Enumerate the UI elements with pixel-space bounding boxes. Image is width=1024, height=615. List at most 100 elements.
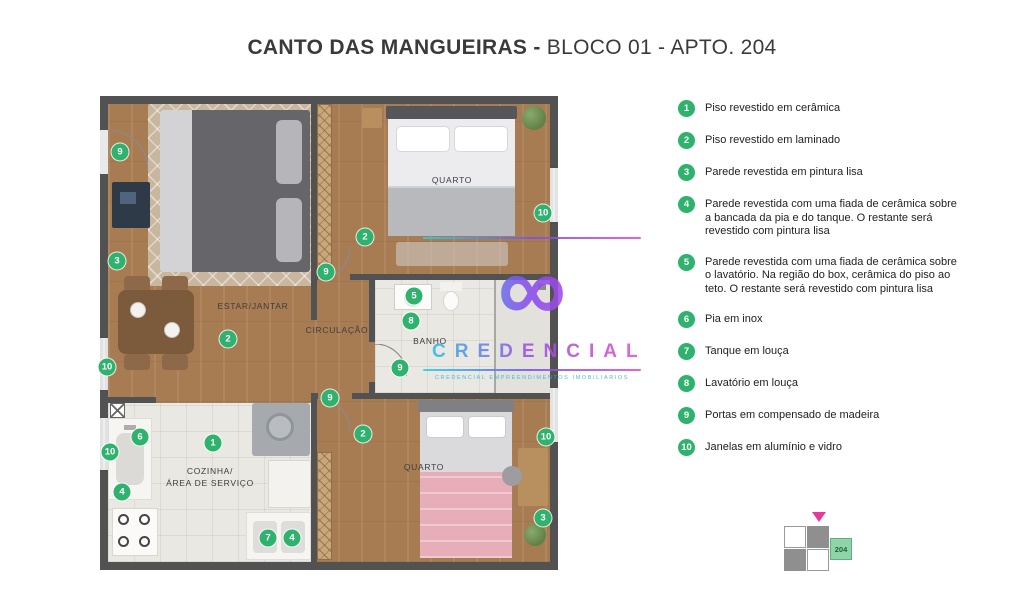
- plan-marker: 2: [219, 330, 237, 348]
- shower-box: [494, 280, 550, 393]
- legend-item: 2 Piso revestido em laminado: [678, 132, 966, 149]
- plan-marker: 3: [534, 509, 552, 527]
- bed: [420, 412, 512, 558]
- bed-blanket: [388, 186, 515, 236]
- plan-marker: 10: [537, 428, 555, 446]
- plan-marker: 7: [259, 529, 277, 547]
- pillow: [468, 416, 506, 438]
- bedside-rug: [396, 242, 508, 266]
- room-label-circulacao: CIRCULAÇÃO: [305, 325, 369, 335]
- legend-text: Janelas em alumínio e vidro: [705, 441, 842, 453]
- plan-marker: 5: [405, 287, 423, 305]
- legend: 1 Piso revestido em cerâmica 2 Piso reve…: [678, 100, 966, 471]
- keyplan-block: [784, 526, 806, 548]
- plan-marker: 6: [131, 428, 149, 446]
- title-project: CANTO DAS MANGUEIRAS -: [247, 36, 541, 59]
- burner: [139, 536, 150, 547]
- legend-text: Pia em inox: [705, 313, 763, 325]
- plan-marker: 4: [283, 529, 301, 547]
- legend-text: Piso revestido em cerâmica: [705, 102, 841, 114]
- stove: [112, 508, 158, 556]
- wall-interior: [311, 274, 318, 280]
- keyplan: 204: [772, 512, 864, 582]
- folded-blanket: [160, 110, 192, 272]
- legend-number-badge: 2: [678, 132, 695, 149]
- room-label-quarto-top: QUARTO: [431, 175, 473, 185]
- washing-machine: [252, 403, 310, 456]
- plan-marker: 8: [402, 312, 420, 330]
- dining-chair: [162, 354, 188, 370]
- wall-interior: [369, 382, 375, 399]
- shower-head: [538, 284, 546, 290]
- wall-interior: [350, 274, 550, 280]
- legend-item: 1 Piso revestido em cerâmica: [678, 100, 966, 117]
- burner: [118, 514, 129, 525]
- room-label-quarto-bottom: QUARTO: [403, 462, 445, 472]
- plan-marker: 10: [101, 443, 119, 461]
- legend-text: Parede revestida com uma fiada de cerâmi…: [705, 198, 957, 237]
- page-title: CANTO DAS MANGUEIRAS - BLOCO 01 - APTO. …: [0, 36, 1024, 60]
- legend-item: 4 Parede revestida com uma fiada de cerâ…: [678, 196, 966, 239]
- sofa-bed: [160, 110, 310, 272]
- laundry-tank: [246, 512, 311, 560]
- plan-marker: 1: [204, 434, 222, 452]
- legend-text: Piso revestido em laminado: [705, 134, 841, 146]
- legend-item: 5 Parede revestida com uma fiada de cerâ…: [678, 253, 966, 297]
- window: [100, 416, 108, 472]
- keyplan-block: [807, 549, 829, 571]
- bed-headboard: [418, 400, 514, 412]
- desk: [112, 182, 150, 228]
- plan-marker: 4: [113, 483, 131, 501]
- room-label-cozinha-line1: COZINHA/: [186, 466, 234, 476]
- wall-interior: [311, 399, 317, 562]
- dining-chair: [124, 276, 150, 292]
- legend-number-badge: 6: [678, 311, 695, 328]
- legend-number-badge: 8: [678, 375, 695, 392]
- cabinet: [268, 460, 311, 508]
- entry-door-gap: [100, 130, 108, 174]
- legend-number-badge: 7: [678, 343, 695, 360]
- faucet: [124, 425, 136, 430]
- legend-text: Tanque em louça: [705, 345, 789, 357]
- keyplan-block: [807, 526, 829, 548]
- pink-duvet: [420, 472, 512, 558]
- plan-marker: 2: [356, 228, 374, 246]
- legend-item: 9 Portas em compensado de madeira: [678, 407, 966, 424]
- plan-marker: 10: [98, 358, 116, 376]
- keyplan-location-marker: [812, 512, 826, 522]
- wall-exterior-top: [100, 96, 558, 104]
- plan-marker: 9: [111, 143, 129, 161]
- legend-item: 8 Lavatório em louça: [678, 375, 966, 392]
- burner: [139, 514, 150, 525]
- desk-chair: [502, 466, 522, 486]
- dining-chair: [124, 354, 150, 370]
- legend-item: 10 Janelas em alumínio e vidro: [678, 439, 966, 456]
- wall-exterior-bottom: [100, 562, 558, 570]
- plan-marker: 9: [391, 359, 409, 377]
- plant: [524, 524, 546, 546]
- entry-door-arc: [107, 129, 149, 175]
- wall-exterior-left: [100, 96, 108, 570]
- keyplan-unit-number: 204: [834, 544, 848, 554]
- plate: [130, 302, 146, 318]
- burner: [118, 536, 129, 547]
- keyplan-unit-highlight: 204: [830, 538, 852, 560]
- dining-chair: [162, 276, 188, 292]
- room-label-banho: BANHO: [413, 336, 447, 346]
- plan-marker: 10: [534, 204, 552, 222]
- legend-number-badge: 4: [678, 196, 695, 213]
- wardrobe: [317, 452, 332, 560]
- wardrobe: [317, 104, 332, 274]
- washer-door: [266, 413, 294, 441]
- legend-text: Parede revestida com uma fiada de cerâmi…: [705, 255, 957, 295]
- bed: [388, 119, 515, 236]
- room-label-cozinha-line2: ÁREA DE SERVIÇO: [166, 478, 254, 488]
- legend-number-badge: 3: [678, 164, 695, 181]
- wall-exterior-right: [550, 96, 558, 570]
- legend-number-badge: 10: [678, 439, 695, 456]
- pillow: [276, 120, 302, 184]
- legend-text: Lavatório em louça: [705, 377, 798, 389]
- plan-marker: 2: [354, 425, 372, 443]
- plan-marker: 9: [321, 389, 339, 407]
